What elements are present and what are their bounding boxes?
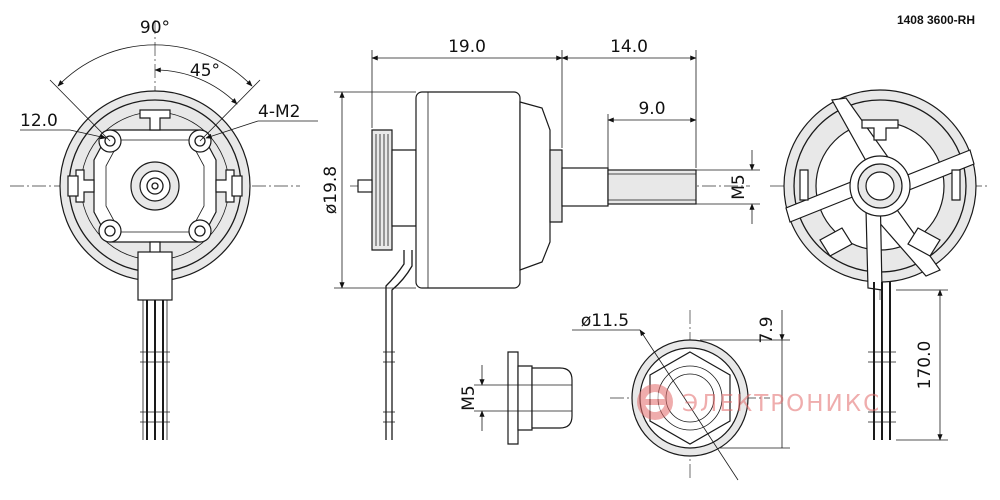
bottom-view: 90° 45° 12.0 4-M2 xyxy=(10,18,318,440)
body-diameter-label: ø19.8 xyxy=(321,166,341,214)
nut-thread-label: M5 xyxy=(459,385,479,410)
watermark-text: ЭЛЕКТРОНИКС xyxy=(682,391,881,417)
top-view: 170.0 xyxy=(770,89,990,441)
nut-height-label: 7.9 xyxy=(757,316,777,343)
nut-side-view: M5 xyxy=(459,351,573,445)
angle-90-label: 90° xyxy=(140,18,170,38)
model-code: 1408 3600-RH xyxy=(897,13,975,27)
nut-diameter-label: ø11.5 xyxy=(581,311,629,331)
body-length-label: 19.0 xyxy=(448,37,486,57)
angle-45-label: 45° xyxy=(190,61,220,81)
lead-length-label: 170.0 xyxy=(915,341,935,390)
mount-hole-icon xyxy=(98,219,122,243)
shaft-length-label: 14.0 xyxy=(610,37,648,57)
nut-front-view: ø11.5 7.9 xyxy=(572,310,790,481)
watermark-logo xyxy=(637,384,673,420)
mount-holes-label: 4-M2 xyxy=(258,102,300,122)
side-view: 19.0 14.0 9.0 ø19.8 M5 xyxy=(321,37,760,440)
shaft-thread-label: 9.0 xyxy=(638,99,665,119)
bolt-circle-label: 12.0 xyxy=(20,111,58,131)
mount-hole-icon xyxy=(188,219,212,243)
shaft-thread-size-label: M5 xyxy=(729,174,749,199)
